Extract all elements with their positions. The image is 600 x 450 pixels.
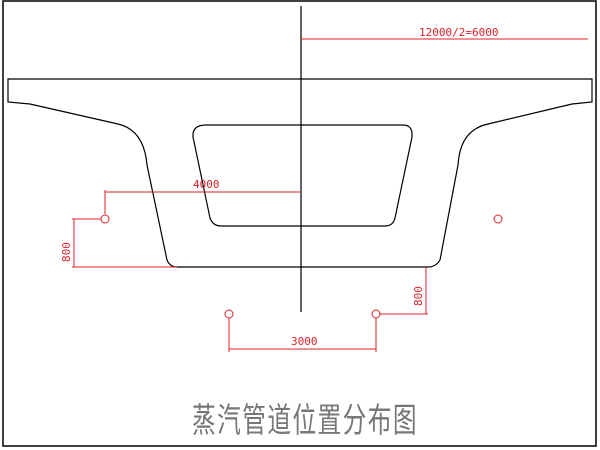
vertical-upper-dimension-label: 800 xyxy=(60,242,73,262)
girder-inner-cell xyxy=(192,124,413,227)
steam-pipe-left-lower xyxy=(224,309,234,319)
steam-pipe-right-lower xyxy=(371,309,381,319)
pipe-spacing-dimension-label: 3000 xyxy=(291,335,318,348)
pipe-offset-upper-dimension-label: 4000 xyxy=(193,178,220,191)
vertical-lower-dimension-label: 800 xyxy=(412,286,425,306)
drawing-title: 蒸汽管道位置分布图 xyxy=(192,401,418,441)
half-width-dimension-label: 12000/2=6000 xyxy=(419,26,498,39)
girder-outer-outline xyxy=(7,78,593,268)
steam-pipe-left-upper xyxy=(100,214,110,224)
steam-pipe-right-upper xyxy=(493,214,503,224)
